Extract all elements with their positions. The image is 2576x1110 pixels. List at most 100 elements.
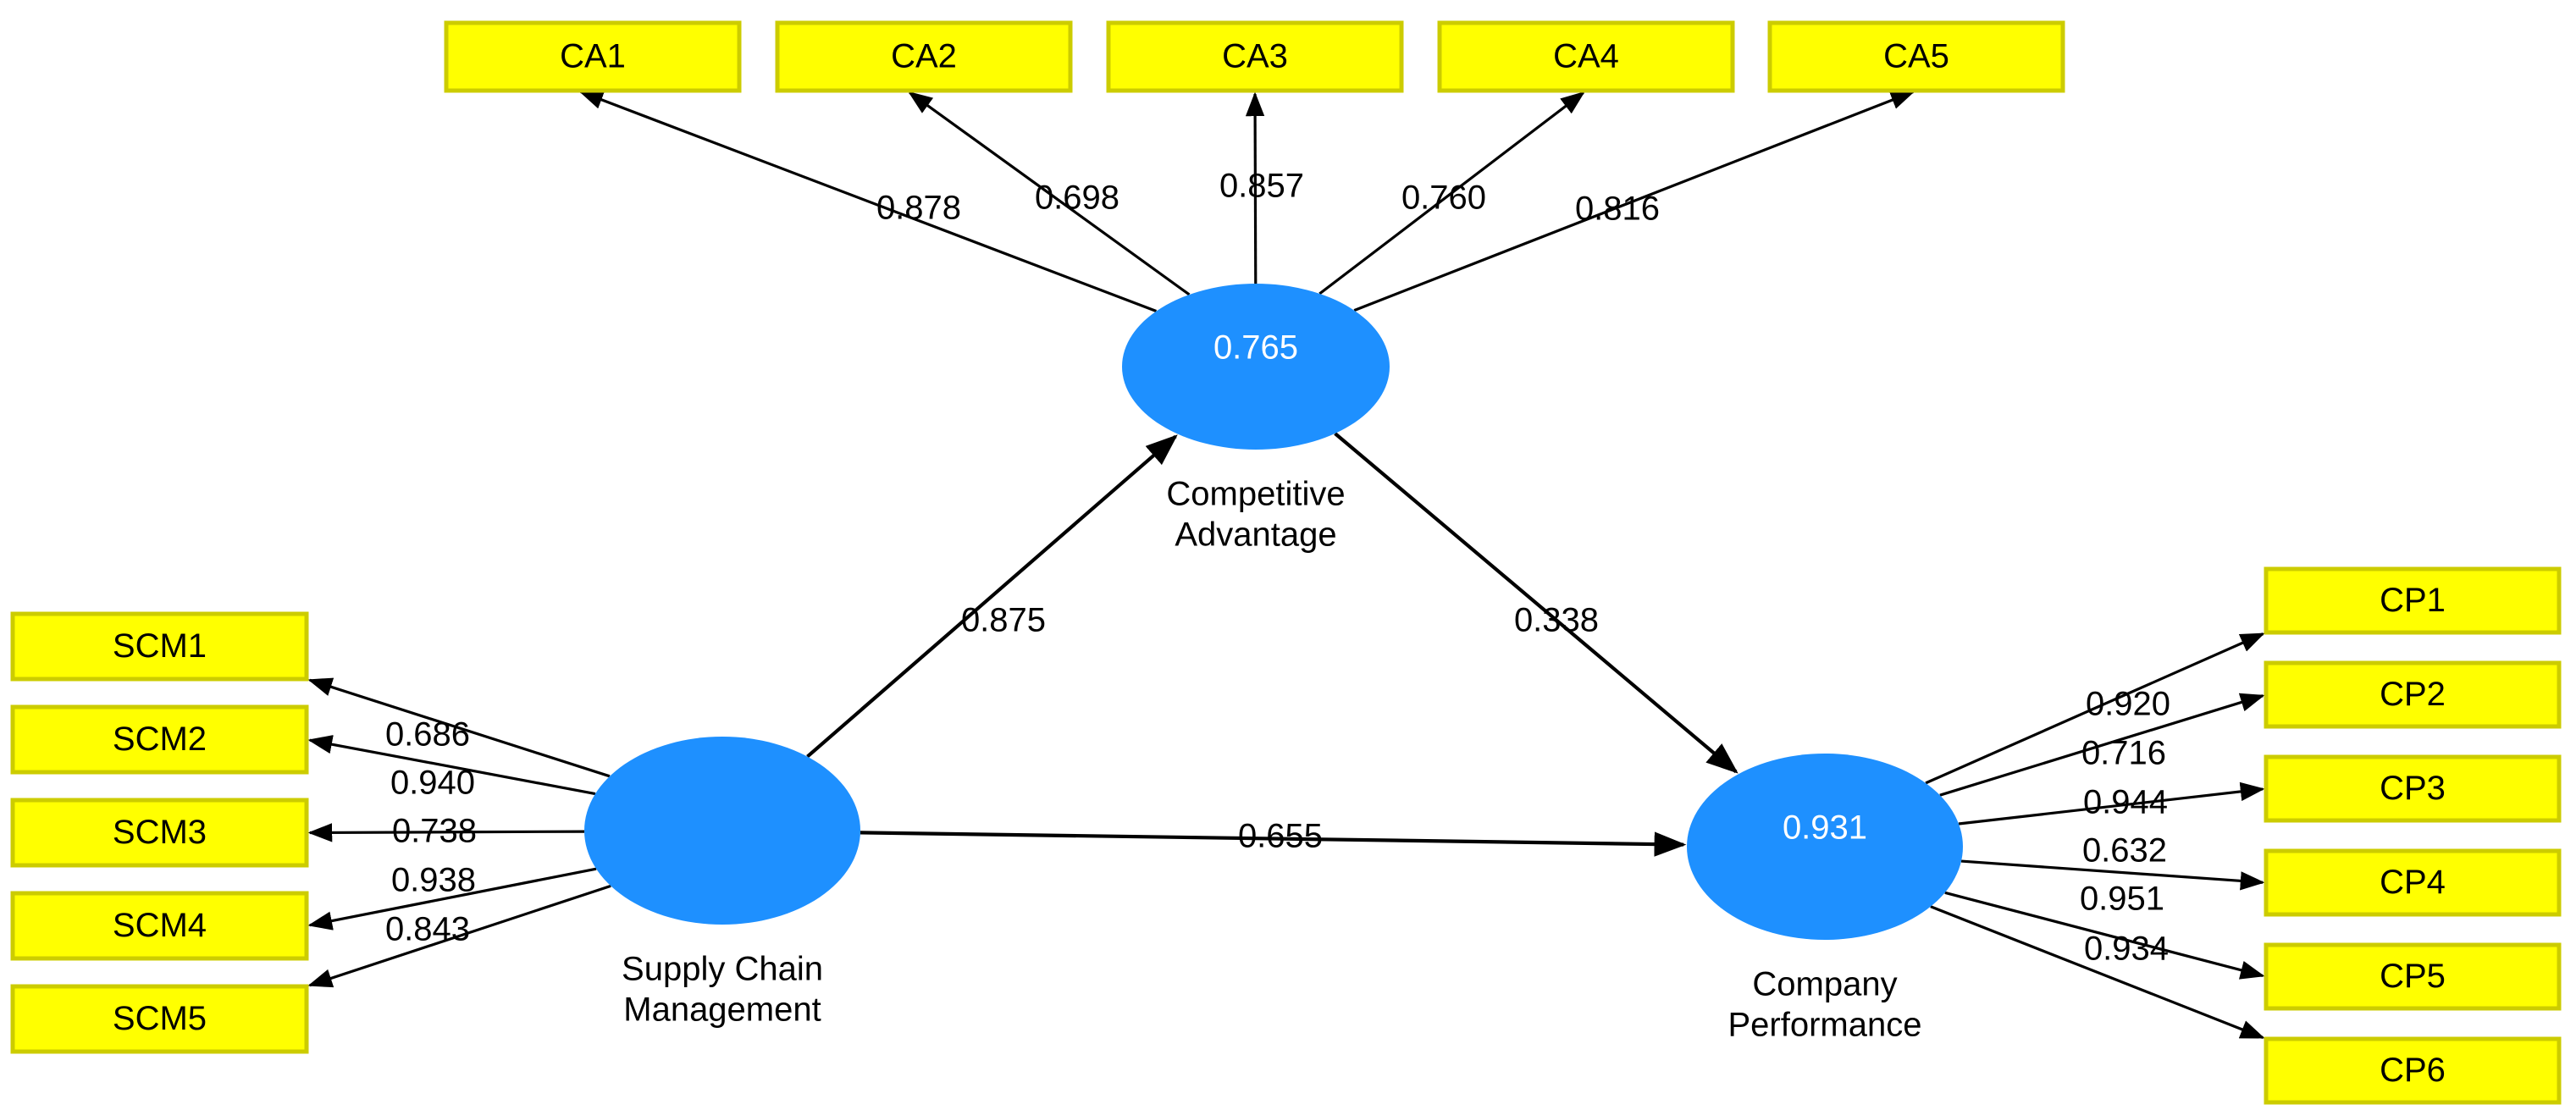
indicator-ca5[interactable]: CA5 — [1767, 20, 2065, 93]
indicator-box-scm3[interactable] — [10, 798, 309, 868]
indicator-box-cp5[interactable] — [2264, 942, 2562, 1011]
indicator-ca2[interactable]: CA2 — [775, 20, 1073, 93]
loading-label-ca3: 0.857 — [1219, 168, 1304, 205]
loading-label-cp6: 0.934 — [2084, 931, 2169, 968]
indicator-label-cp5: CP5 — [2380, 958, 2446, 995]
indicator-label-ca5: CA5 — [1883, 38, 1949, 75]
loading-label-scm5: 0.843 — [385, 911, 470, 948]
indicator-scm4[interactable]: SCM4 — [10, 891, 309, 961]
indicator-cp6[interactable]: CP6 — [2264, 1036, 2562, 1105]
indicator-cp1[interactable]: CP1 — [2264, 566, 2562, 635]
indicator-label-ca4: CA4 — [1553, 38, 1619, 75]
path-coefficient-scm-to-cp: 0.655 — [1238, 818, 1323, 855]
construct-r2-company-performance: 0.931 — [1783, 809, 1867, 847]
indicator-label-cp4: CP4 — [2380, 864, 2446, 901]
loading-label-ca5: 0.816 — [1575, 191, 1660, 228]
construct-ellipse-competitive-advantage[interactable] — [1122, 284, 1390, 450]
indicator-box-scm2[interactable] — [10, 704, 309, 775]
structural-arrow-ca-to-cp — [1334, 432, 1739, 774]
loading-label-cp1: 0.920 — [2086, 686, 2170, 723]
indicator-box-ca5[interactable] — [1767, 20, 2065, 93]
latent-constructs: Supply ChainManagement0.765CompetitiveAd… — [584, 284, 1963, 1044]
indicator-box-cp6[interactable] — [2264, 1036, 2562, 1105]
indicator-box-cp1[interactable] — [2264, 566, 2562, 635]
loading-arrow-scm3 — [307, 823, 585, 842]
indicator-label-ca3: CA3 — [1222, 38, 1288, 75]
indicator-cp5[interactable]: CP5 — [2264, 942, 2562, 1011]
indicator-box-cp3[interactable] — [2264, 754, 2562, 823]
indicator-cp3[interactable]: CP3 — [2264, 754, 2562, 823]
path-coefficient-scm-to-ca: 0.875 — [961, 602, 1046, 639]
indicator-label-scm3: SCM3 — [113, 814, 207, 851]
loading-arrow-cp5 — [1944, 891, 2265, 980]
indicator-box-scm4[interactable] — [10, 891, 309, 961]
indicator-ca4[interactable]: CA4 — [1437, 20, 1735, 93]
loading-label-ca2: 0.698 — [1035, 179, 1119, 217]
construct-ellipse-company-performance[interactable] — [1687, 754, 1963, 940]
indicator-cp2[interactable]: CP2 — [2264, 660, 2562, 729]
indicator-label-ca1: CA1 — [560, 38, 626, 75]
ca-loading-arrows — [578, 90, 1915, 313]
indicator-label-ca2: CA2 — [891, 38, 957, 75]
indicator-ca1[interactable]: CA1 — [444, 20, 742, 93]
loading-label-ca1: 0.878 — [876, 190, 961, 227]
construct-name-supply-chain-management-line2: Management — [623, 991, 821, 1029]
loading-arrow-cp1 — [1925, 632, 2265, 785]
loading-label-cp4: 0.632 — [2082, 832, 2167, 870]
competitive-advantage-indicators: CA1 CA2 CA3 CA4 CA5 — [444, 20, 2065, 93]
indicator-box-ca3[interactable] — [1106, 20, 1404, 93]
path-coefficient-ca-to-cp: 0.338 — [1514, 602, 1599, 639]
indicator-box-scm1[interactable] — [10, 611, 309, 682]
indicator-scm3[interactable]: SCM3 — [10, 798, 309, 868]
indicator-box-ca2[interactable] — [775, 20, 1073, 93]
loading-arrow-cp3 — [1958, 781, 2265, 826]
construct-name-supply-chain-management-line1: Supply Chain — [622, 951, 823, 988]
construct-name-company-performance-line2: Performance — [1728, 1007, 1922, 1044]
loading-arrow-cp4 — [1960, 859, 2265, 891]
indicator-box-ca4[interactable] — [1437, 20, 1735, 93]
loading-label-cp2: 0.716 — [2081, 735, 2166, 772]
loading-label-scm1: 0.686 — [385, 716, 470, 754]
cp-loading-arrows — [1925, 632, 2265, 1040]
indicator-box-scm5[interactable] — [10, 984, 309, 1054]
loading-label-cp5: 0.951 — [2080, 881, 2164, 918]
indicator-box-cp2[interactable] — [2264, 660, 2562, 729]
indicator-label-scm5: SCM5 — [113, 1000, 207, 1037]
loading-arrow-ca4 — [1318, 91, 1585, 295]
structural-arrow-scm-to-cp — [860, 831, 1687, 857]
construct-r2-competitive-advantage: 0.765 — [1213, 329, 1298, 367]
indicator-box-cp4[interactable] — [2264, 848, 2562, 917]
loading-arrow-ca5 — [1353, 90, 1915, 312]
indicator-scm2[interactable]: SCM2 — [10, 704, 309, 775]
loading-arrow-scm2 — [307, 735, 596, 796]
indicator-scm1[interactable]: SCM1 — [10, 611, 309, 682]
indicator-label-scm2: SCM2 — [113, 721, 207, 758]
loading-arrow-ca1 — [578, 90, 1157, 313]
indicator-label-scm1: SCM1 — [113, 627, 207, 665]
loading-arrow-scm1 — [307, 677, 611, 778]
indicator-scm5[interactable]: SCM5 — [10, 984, 309, 1054]
loading-label-scm3: 0.738 — [392, 813, 477, 850]
structural-arrow-scm-to-ca — [806, 434, 1178, 759]
indicator-label-cp1: CP1 — [2380, 582, 2446, 619]
loading-arrow-cp2 — [1939, 693, 2265, 797]
loading-arrow-scm4 — [307, 867, 597, 931]
construct-name-company-performance-line1: Company — [1752, 966, 1897, 1003]
construct-ellipse-supply-chain-management[interactable] — [584, 737, 860, 925]
construct-name-competitive-advantage-line1: Competitive — [1166, 476, 1345, 513]
indicator-cp4[interactable]: CP4 — [2264, 848, 2562, 917]
loading-label-ca4: 0.760 — [1401, 179, 1486, 217]
indicator-label-cp3: CP3 — [2380, 770, 2446, 807]
structural-path-arrows — [806, 432, 1739, 857]
indicator-box-ca1[interactable] — [444, 20, 742, 93]
indicator-ca3[interactable]: CA3 — [1106, 20, 1404, 93]
loading-arrow-ca3 — [1245, 91, 1265, 284]
